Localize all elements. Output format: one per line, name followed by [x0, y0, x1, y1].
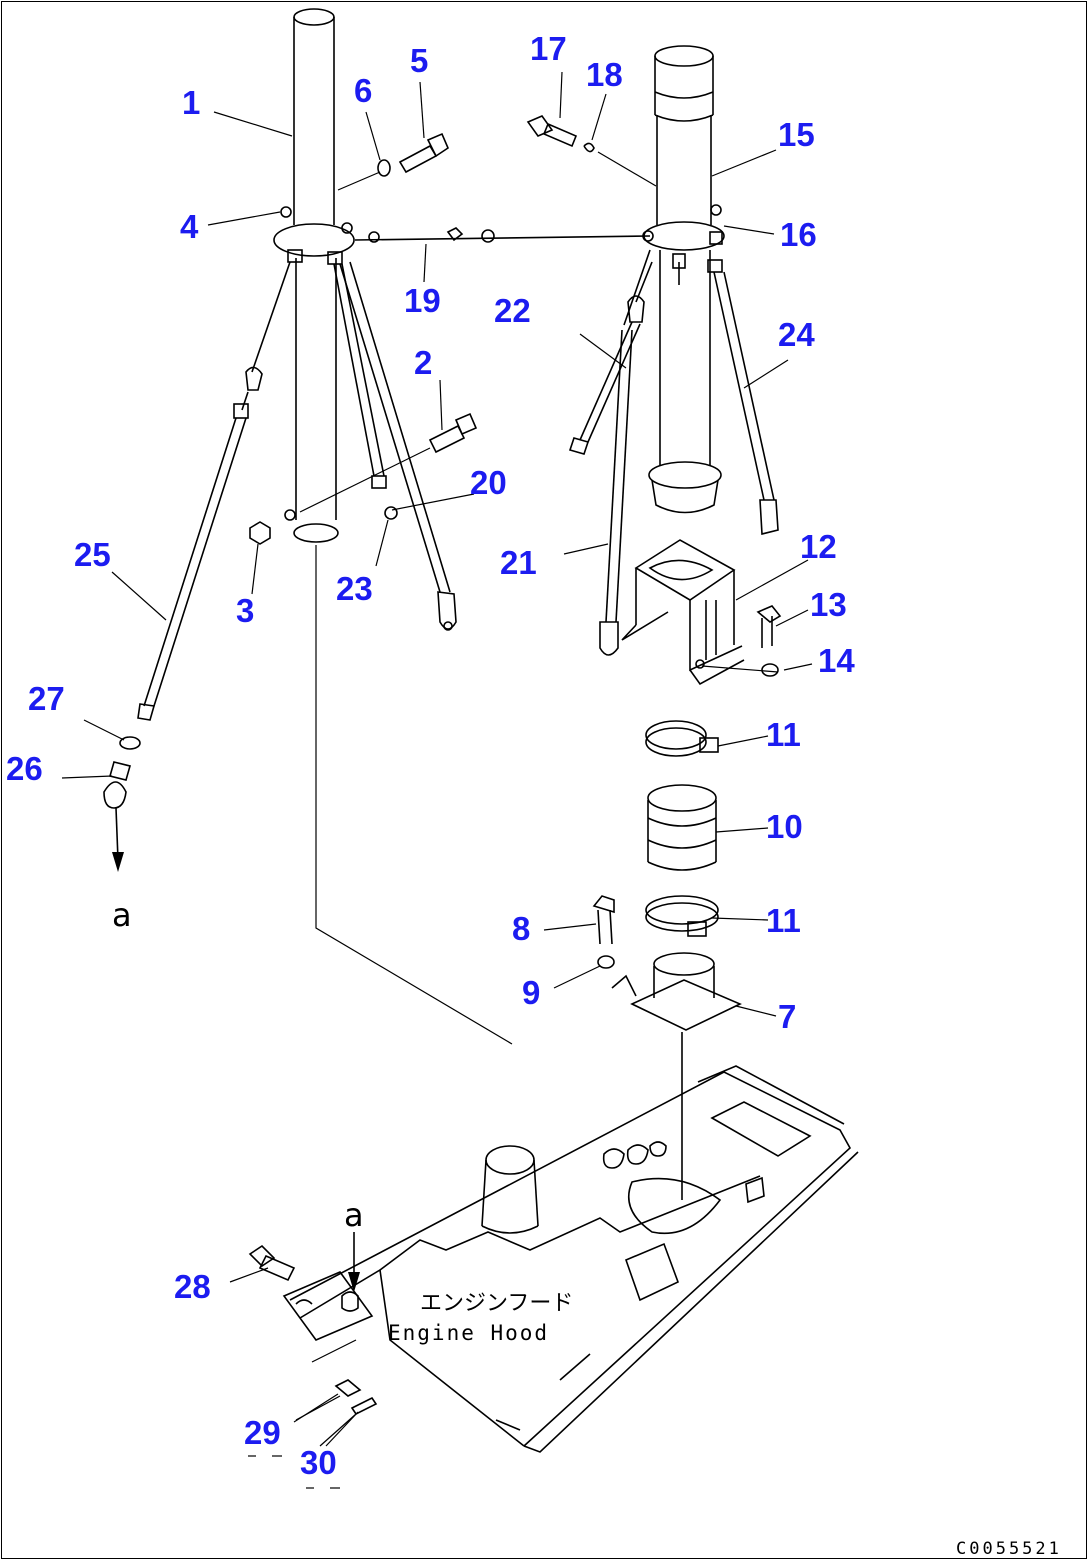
washer-6 — [377, 159, 391, 177]
part-number: 11 — [766, 902, 801, 939]
washer-14 — [761, 663, 779, 677]
connector-label-a: a — [112, 896, 132, 934]
part-number: 5 — [410, 42, 428, 79]
part-number: 30 — [300, 1444, 337, 1481]
bracket-12 — [621, 539, 745, 686]
stay-21 — [599, 249, 651, 656]
part-number: 19 — [404, 282, 441, 319]
part-number: 28 — [174, 1268, 211, 1305]
bolt-17 — [526, 115, 578, 148]
hood-label-jp: エンジンフード — [420, 1291, 573, 1316]
part-number: 25 — [74, 536, 111, 573]
part-number: 21 — [500, 544, 537, 581]
part-number: 11 — [766, 716, 801, 753]
part-number: 14 — [818, 642, 855, 679]
stay-20 — [339, 261, 457, 631]
washer-9 — [597, 955, 615, 969]
nut-3 — [249, 521, 271, 545]
left-pipe-leader — [315, 545, 513, 1045]
hood-label-en: Engine Hood — [388, 1321, 549, 1345]
part-number: 8 — [512, 910, 530, 947]
bolt-5 — [398, 132, 449, 174]
part-number: 27 — [28, 680, 65, 717]
part-number: 22 — [494, 292, 531, 329]
hose-10 — [647, 784, 717, 871]
stay-24 — [713, 271, 779, 536]
bolt-29 — [295, 1339, 362, 1421]
part-number: 24 — [778, 316, 815, 353]
part-30 — [319, 1396, 378, 1447]
part-number: 18 — [586, 56, 623, 93]
tie-rod-19 — [354, 227, 654, 243]
part-number: 12 — [800, 528, 837, 565]
part-number: 2 — [414, 344, 432, 381]
part-number: 1 — [182, 84, 200, 121]
part-number: 6 — [354, 72, 372, 109]
left-pipe — [273, 8, 355, 543]
hood-dome — [481, 1145, 539, 1234]
part-number: 17 — [530, 30, 567, 67]
part-number-labels: 1 2 3 4 5 6 7 8 9 10 11 11 12 13 14 15 1… — [6, 30, 855, 1481]
right-pipe — [643, 45, 725, 514]
bolt-28 — [248, 1244, 296, 1282]
bolt-2 — [299, 412, 478, 513]
part-number: 15 — [778, 116, 815, 153]
stay-23 — [333, 263, 398, 520]
part-number: 7 — [778, 998, 796, 1035]
adapter-7 — [611, 952, 742, 1200]
part-number: 26 — [6, 750, 43, 787]
part-number: 13 — [810, 586, 847, 623]
part-number: 29 — [244, 1414, 281, 1451]
part-number: 10 — [766, 808, 803, 845]
washer-27 — [119, 736, 141, 750]
hinge-bracket — [282, 1232, 374, 1341]
stay-25 — [137, 261, 291, 721]
drawing-code: C0055521 — [956, 1539, 1062, 1559]
bolt-13 — [756, 605, 782, 648]
washer-18 — [583, 142, 595, 153]
part-number: 4 — [180, 208, 199, 245]
bolt-8 — [592, 895, 615, 945]
part-number: 16 — [780, 216, 817, 253]
stay-22 — [568, 261, 653, 455]
engine-hood — [289, 1065, 859, 1453]
clamp-11-lower — [645, 895, 719, 937]
connector-label-a: a — [344, 1196, 364, 1234]
part-number: 9 — [522, 974, 540, 1011]
part-number: 23 — [336, 570, 373, 607]
part-number: 20 — [470, 464, 507, 501]
part-number: 3 — [236, 592, 254, 629]
leader-lines — [61, 71, 813, 1447]
dash-marks — [248, 1455, 340, 1489]
clamp-11-upper — [645, 720, 719, 757]
clevis-26 — [103, 761, 131, 872]
